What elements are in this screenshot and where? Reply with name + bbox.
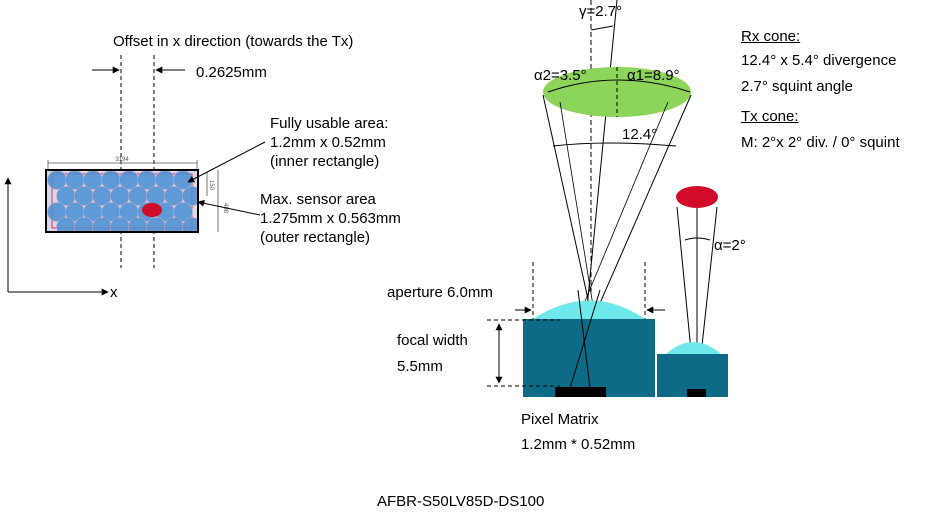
gamma-squint-line [585,0,618,319]
rx-cone-inner-right [577,101,669,319]
gamma-label: γ=2.7° [579,3,623,20]
sensor-pixel [128,217,148,231]
tx-lens [666,342,721,354]
offset-value: 0.2625mm [196,64,267,81]
tx-emitter [687,389,706,397]
left-figure: 3194 488 150 [4,55,266,296]
gamma-arc [590,25,614,31]
focal-width-line2: 5.5mm [397,358,443,375]
rx-housing [523,319,655,397]
cone-angle-arc [552,142,677,147]
right-figure [487,0,728,397]
pixel-grid [47,171,197,231]
sensor-pixel [182,186,197,206]
tx-cone-title: Tx cone: [741,108,799,125]
usable-area-line2: 1.2mm x 0.52mm [270,134,386,151]
usable-area-pointer [187,141,266,183]
tx-alpha-arc [684,237,711,241]
dim-height-inner-text: 150 [208,180,214,191]
focal-width-line1: focal width [397,332,468,349]
sensor-area-line2: 1.275mm x 0.563mm [260,210,401,227]
usable-area-line1: Fully usable area: [270,115,389,132]
sensor-pixel [74,217,94,231]
sensor-pixel [164,217,184,231]
alpha1-label: α1=8.9° [627,67,680,84]
sensor-area-line3: (outer rectangle) [260,229,371,246]
rx-cone-title: Rx cone: [741,28,801,45]
rx-cross-line-b [569,289,601,389]
cone-angle-label: 12.4° [622,126,658,143]
rx-cone-inner-left [559,101,596,319]
pixel-matrix-line1: Pixel Matrix [521,411,599,428]
sensor-pixel [173,202,193,222]
alpha2-label: α2=3.5° [534,67,587,84]
sensor-pixel [92,217,112,231]
usable-area-line3: (inner rectangle) [270,153,380,170]
rx-cross-line-a [577,289,591,389]
tx-red-spot [676,186,718,208]
sensor-pixel [110,217,130,231]
red-laser-spot [142,203,162,217]
alpha-tx-label: α=2° [714,237,746,254]
rx-pixel-matrix [555,387,606,397]
tx-cone-line1: M: 2°x 2° div. / 0° squint [741,134,900,151]
sensor-pixel [56,217,76,231]
aperture-label: aperture 6.0mm [387,284,493,301]
rx-cone-line2: 2.7° squint angle [741,78,853,95]
footer-model-number: AFBR-S50LV85D-DS100 [377,493,545,510]
sensor-area-pointer [197,199,261,216]
alpha-arc [547,79,691,93]
dim-height-outer-text: 488 [222,203,228,214]
rx-cone-line1: 12.4° x 5.4° divergence [741,52,897,69]
rx-lens [533,300,645,319]
pixel-matrix-line2: 1.2mm * 0.52mm [521,436,636,453]
sensor-pixel [182,217,197,231]
dim-width-text: 3194 [115,157,129,163]
offset-title: Offset in x direction (towards the Tx) [113,33,354,50]
sensor-area-line1: Max. sensor area [260,191,376,208]
sensor-pixel [146,217,166,231]
x-axis-label: x [110,284,118,301]
